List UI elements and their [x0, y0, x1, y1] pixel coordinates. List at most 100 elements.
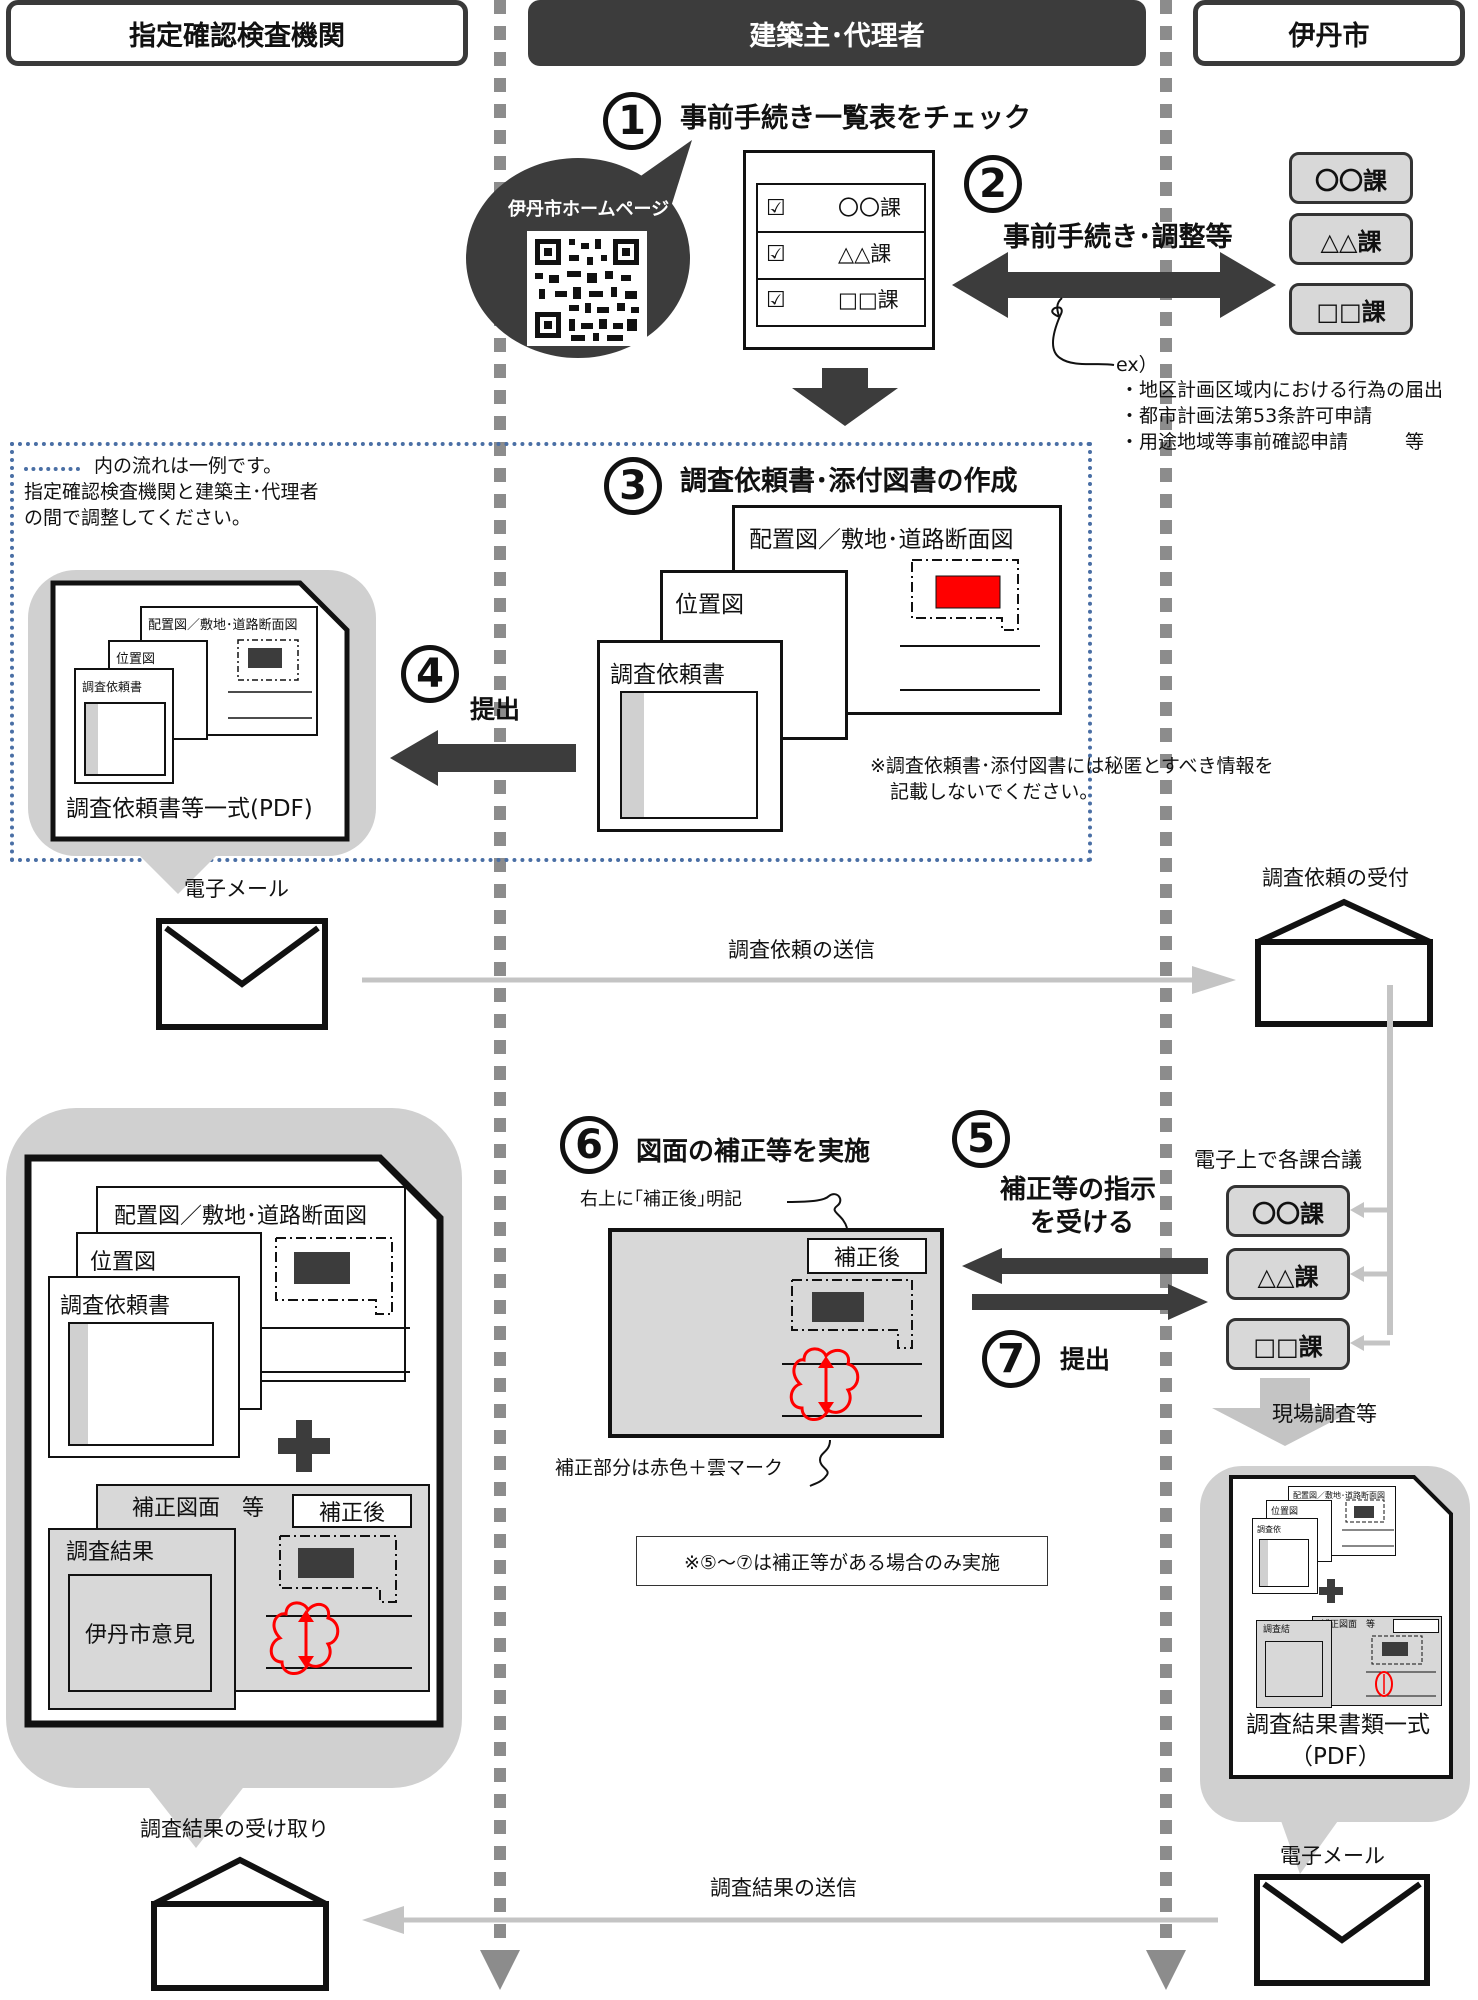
sheet-title: 補正図面 等 [1321, 1620, 1376, 1630]
step2-label: 事前手続き･調整等 [1003, 222, 1233, 253]
revised-drawings-sheet: 補正図面 等 補正後 [96, 1484, 430, 1692]
sheet-title: 調査依頼書 [60, 1294, 171, 1319]
sheet-title: 補正図面 等 [132, 1496, 265, 1521]
result-request-sheet: 調査依頼書 [48, 1276, 240, 1458]
revised-stamp: 補正後 [292, 1494, 412, 1528]
checklist-table [756, 183, 926, 327]
conditional-note: ※⑤～⑦は補正等がある場合のみ実施 [636, 1536, 1048, 1586]
header-inspection-agency: 指定確認検査機関 [6, 0, 468, 66]
open-envelope-icon [151, 1856, 329, 1991]
header-itami-city: 伊丹市 [1193, 0, 1465, 66]
example-item: ・都市計画法第53条許可申請 [1120, 405, 1373, 427]
example-item: ・地区計画区域内における行為の届出 [1120, 379, 1444, 401]
envelope-icon [156, 918, 328, 1030]
email-label: 電子メール [1280, 1844, 1385, 1868]
step5-label: 補正等の指示 [1000, 1175, 1157, 1205]
step1-label: 事前手続き一覧表をチェック [680, 103, 1031, 134]
sheet-title: 位置図 [1271, 1507, 1299, 1517]
header-label: 指定確認検査機関 [129, 20, 345, 52]
example-item: ・用途地域等事前確認申請 等 [1120, 431, 1425, 453]
city-opinion-box: 伊丹市意見 [68, 1574, 212, 1692]
header-label: 伊丹市 [1288, 20, 1370, 52]
site-survey-label: 現場調査等 [1272, 1402, 1377, 1426]
confidential-warning: ※調査依頼書･添付図書には秘匿とすべき情報を [870, 755, 1274, 777]
envelope-icon [1254, 1874, 1430, 1986]
note-line: の間で調整してください。 [24, 507, 251, 529]
step3-label: 調査依頼書･添付図書の作成 [680, 466, 1018, 497]
sheet-title: 調査依 [1257, 1525, 1281, 1534]
small-revised-plan [1366, 1635, 1436, 1697]
plus-icon [1319, 1579, 1343, 1603]
small-result-caption: 調査結果書類一式 [1246, 1712, 1430, 1738]
consult-dept-2: △△課 [1226, 1248, 1350, 1300]
send-request-label: 調査依頼の送信 [728, 938, 875, 962]
sheet-title: 位置図 [116, 652, 156, 667]
stamp-callout: 右上に｢補正後｣明記 [580, 1189, 742, 1210]
sheet-title: 配置図／敷地･道路断面図 [148, 618, 298, 633]
small-survey-result-sheet: 調査結 [1256, 1620, 1332, 1708]
result-site-plan [262, 1237, 410, 1373]
receive-request-label: 調査依頼の受付 [1262, 866, 1409, 890]
checklist-item: 〇〇課 [838, 196, 901, 220]
survey-result-sheet: 調査結果 伊丹市意見 [48, 1528, 236, 1710]
step1-number: 1 [603, 92, 661, 150]
dept-box-2: △△課 [1289, 213, 1413, 265]
check-icon: ☑ [766, 242, 786, 267]
example-flow-dashed-box [10, 442, 1092, 862]
step3-number: 3 [604, 457, 662, 515]
note-line: 指定確認検査機関と建築主･代理者 [24, 481, 319, 503]
request-form-sheet: 調査依頼書 [597, 640, 783, 832]
send-result-label: 調査結果の送信 [710, 1876, 857, 1900]
step5-number: 5 [952, 1110, 1010, 1168]
plus-icon [278, 1420, 330, 1472]
sheet-title: 配置図／敷地･道路断面図 [749, 527, 1014, 553]
step4-number: 4 [401, 645, 459, 703]
cloud-mark-callout: 補正部分は赤色＋雲マーク [555, 1457, 784, 1479]
sheet-title: 配置図／敷地･道路断面図 [1293, 1491, 1385, 1500]
down-arrow-icon [1212, 1378, 1358, 1446]
dept-box-1: 〇〇課 [1289, 152, 1413, 204]
consult-label: 電子上で各課合議 [1194, 1148, 1362, 1172]
consult-dept-3: □□課 [1226, 1318, 1350, 1370]
small-request-sheet: 調査依 [1252, 1518, 1318, 1594]
package-caption: 調査依頼書等一式(PDF) [66, 796, 313, 822]
header-builder: 建築主･代理者 [528, 0, 1146, 66]
result-revised-plan [266, 1535, 412, 1675]
site-plan-sketch [900, 559, 1040, 691]
down-arrow-icon [792, 368, 898, 426]
sheet-title: 配置図／敷地･道路断面図 [114, 1204, 368, 1229]
sheet-title: 調査結 [1263, 1625, 1291, 1635]
dept-box-3: □□課 [1289, 283, 1413, 335]
callout-curl [809, 1439, 831, 1487]
resubmit-right-arrow [972, 1284, 1208, 1320]
consult-connector [1387, 985, 1393, 1335]
note-legend: 内の流れは一例です。 [94, 455, 283, 477]
sheet-title: 位置図 [90, 1250, 157, 1275]
dept-connector-arrows [1350, 1202, 1390, 1351]
header-label: 建築主･代理者 [749, 20, 925, 52]
receive-result-label: 調査結果の受け取り [140, 1817, 329, 1841]
step6-number: 6 [560, 1116, 618, 1174]
callout-curl [786, 1193, 848, 1229]
mini-request-sheet: 調査依頼書 [74, 668, 174, 784]
check-icon: ☑ [766, 196, 786, 221]
open-envelope-icon [1255, 898, 1433, 1027]
mini-site-plan [228, 639, 312, 719]
checklist-item: △△課 [838, 242, 892, 266]
legend-dash-icon [24, 467, 80, 471]
consult-dept-1: 〇〇課 [1226, 1185, 1350, 1237]
homepage-label: 伊丹市ホームページ [508, 199, 670, 220]
step4-label: 提出 [470, 695, 521, 724]
example-label: ex） [1116, 354, 1158, 376]
sheet-title: 調査結果 [66, 1540, 155, 1565]
step6-label: 図面の補正等を実施 [636, 1137, 871, 1167]
small-site-plan [1342, 1499, 1394, 1547]
check-icon: ☑ [766, 288, 786, 313]
instruction-left-arrow [962, 1248, 1208, 1284]
submit-left-arrow [390, 730, 576, 786]
step5-label: を受ける [1030, 1208, 1135, 1238]
qr-code-icon[interactable] [527, 231, 647, 346]
sheet-title: 調査依頼書 [82, 680, 143, 694]
send-request-arrow [362, 966, 1236, 994]
checklist-item: □□課 [838, 288, 899, 312]
